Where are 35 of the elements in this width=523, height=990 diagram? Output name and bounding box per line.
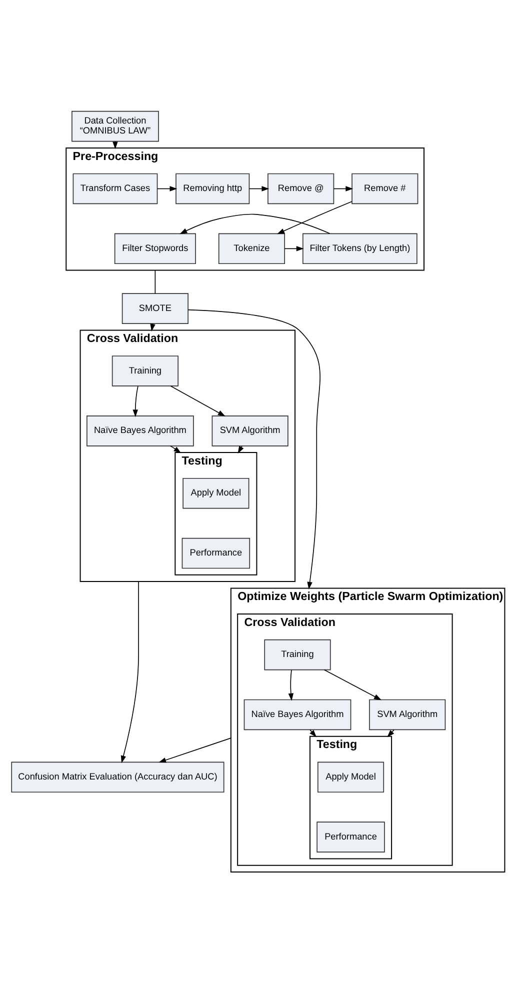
node-box: Apply Model bbox=[317, 762, 384, 793]
node-box: Removing http bbox=[176, 173, 250, 204]
connector bbox=[154, 270, 156, 294]
node-box: Confusion Matrix Evaluation (Accuracy dan AUC) bbox=[11, 762, 224, 793]
node-box: Performance bbox=[182, 538, 250, 569]
arrow bbox=[238, 446, 244, 454]
arrow bbox=[334, 186, 354, 192]
node-box: Filter Tokens (by Length) bbox=[302, 233, 418, 264]
node-box: Performance bbox=[316, 822, 385, 852]
node-box: SVM Algorithm bbox=[212, 416, 288, 446]
arrow bbox=[249, 186, 270, 192]
node-box: Transform Cases bbox=[72, 173, 158, 204]
node-box: Filter Stopwords bbox=[114, 233, 196, 264]
arrow bbox=[120, 581, 139, 764]
arrow bbox=[132, 386, 138, 418]
node-box: Naïve Bayes Algorithm bbox=[86, 416, 194, 446]
node-box: Tokenize bbox=[218, 233, 286, 264]
arrow bbox=[157, 186, 178, 192]
arrow bbox=[188, 309, 320, 590]
node-box: Remove @ bbox=[268, 173, 334, 204]
node-box: Training bbox=[112, 356, 178, 386]
arrow bbox=[387, 730, 394, 738]
node-box: Naïve Bayes Algorithm bbox=[244, 699, 352, 730]
arrow bbox=[158, 738, 232, 763]
arrow bbox=[324, 669, 382, 700]
node-box: Apply Model bbox=[182, 478, 250, 509]
arrow bbox=[170, 446, 182, 454]
arrow bbox=[180, 214, 330, 234]
arrow bbox=[170, 386, 226, 416]
arrow bbox=[288, 670, 294, 701]
node-box: Training bbox=[264, 639, 331, 670]
node-box: SVM Algorithm bbox=[369, 699, 446, 730]
arrow bbox=[277, 201, 352, 234]
node-box: Remove # bbox=[352, 173, 418, 204]
arrow bbox=[284, 246, 304, 252]
